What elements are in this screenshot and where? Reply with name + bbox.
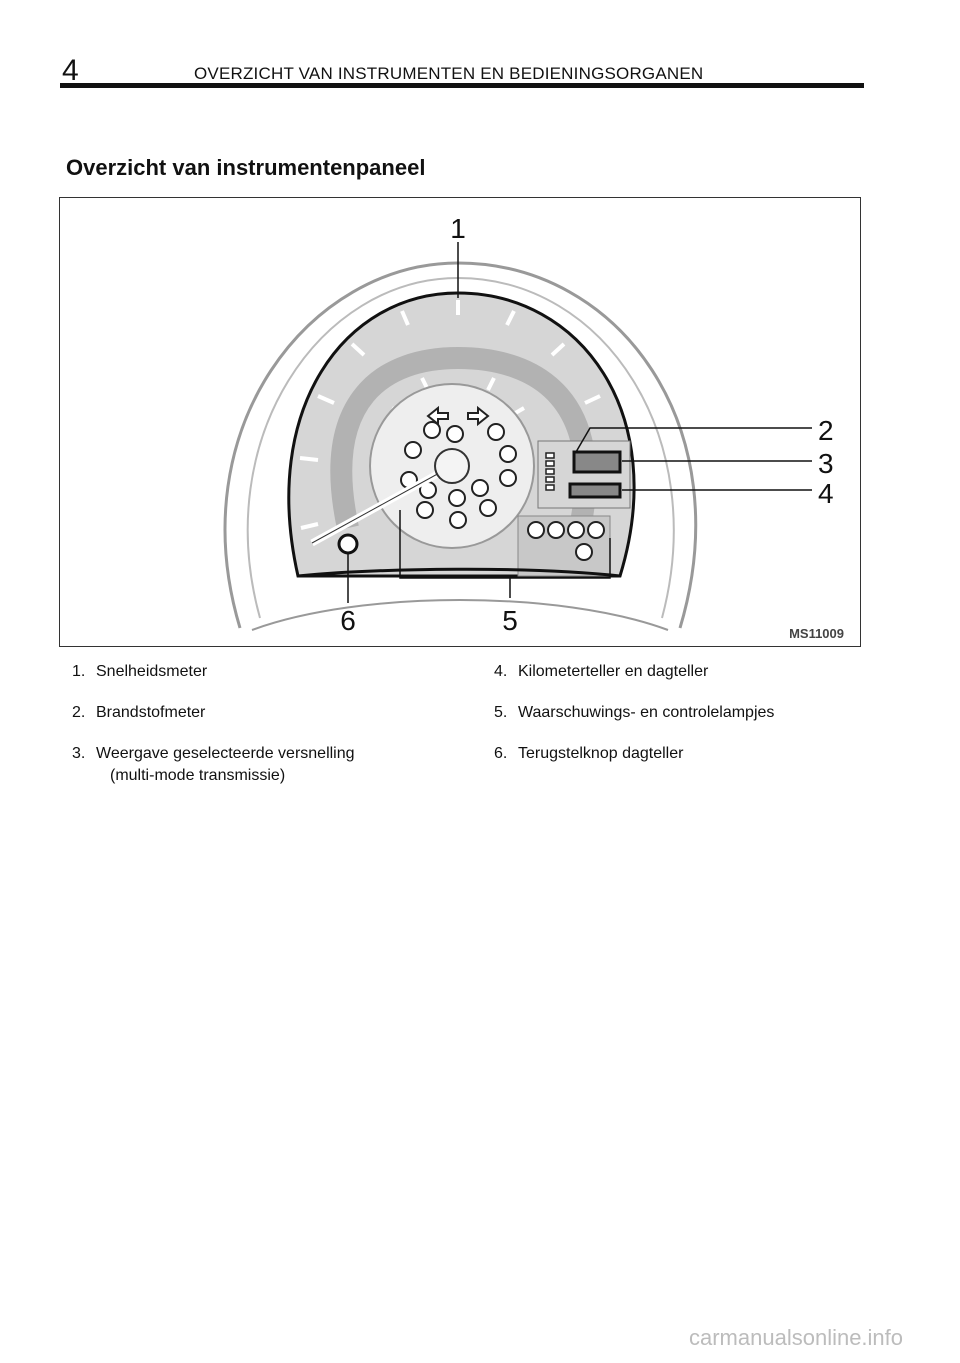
callout-2: 2 (818, 415, 834, 446)
legend-num: 6. (494, 745, 508, 762)
instrument-panel-drawing: 1 2 3 4 5 6 MS11009 (223, 213, 844, 641)
legend-item: Brandstofmeter (96, 704, 206, 721)
legend-item: Terugstelknop dagteller (518, 745, 684, 762)
page-header: 4 OVERZICHT VAN INSTRUMENTEN EN BEDIENIN… (60, 54, 864, 88)
callout-3: 3 (818, 448, 834, 479)
callout-4: 4 (818, 478, 834, 509)
header-rule (60, 83, 864, 88)
legend-num: 3. (72, 745, 86, 762)
callout-1: 1 (450, 213, 466, 244)
callout-6: 6 (340, 605, 356, 636)
legend-item: Kilometerteller en dagteller (518, 663, 709, 680)
legend-item: Weergave geselecteerde versnelling (96, 745, 355, 762)
legend-item-continued: (multi-mode transmissie) (110, 767, 286, 784)
legend-item: Snelheidsmeter (96, 663, 208, 680)
section-title: Overzicht van instrumentenpaneel (66, 155, 426, 180)
page-number: 4 (62, 54, 79, 87)
legend-num: 5. (494, 704, 508, 721)
legend-item: Waarschuwings- en controlelampjes (518, 704, 775, 721)
legend-num: 2. (72, 704, 86, 721)
callout-5: 5 (502, 605, 518, 636)
watermark: carmanualsonline.info (689, 1325, 904, 1350)
legend-num: 4. (494, 663, 508, 680)
legend-num: 1. (72, 663, 86, 680)
instrument-panel-figure: 1 2 3 4 5 6 MS11009 (59, 197, 861, 647)
chapter-title: OVERZICHT VAN INSTRUMENTEN EN BEDIENINGS… (194, 64, 704, 83)
figure-code: MS11009 (789, 626, 844, 641)
